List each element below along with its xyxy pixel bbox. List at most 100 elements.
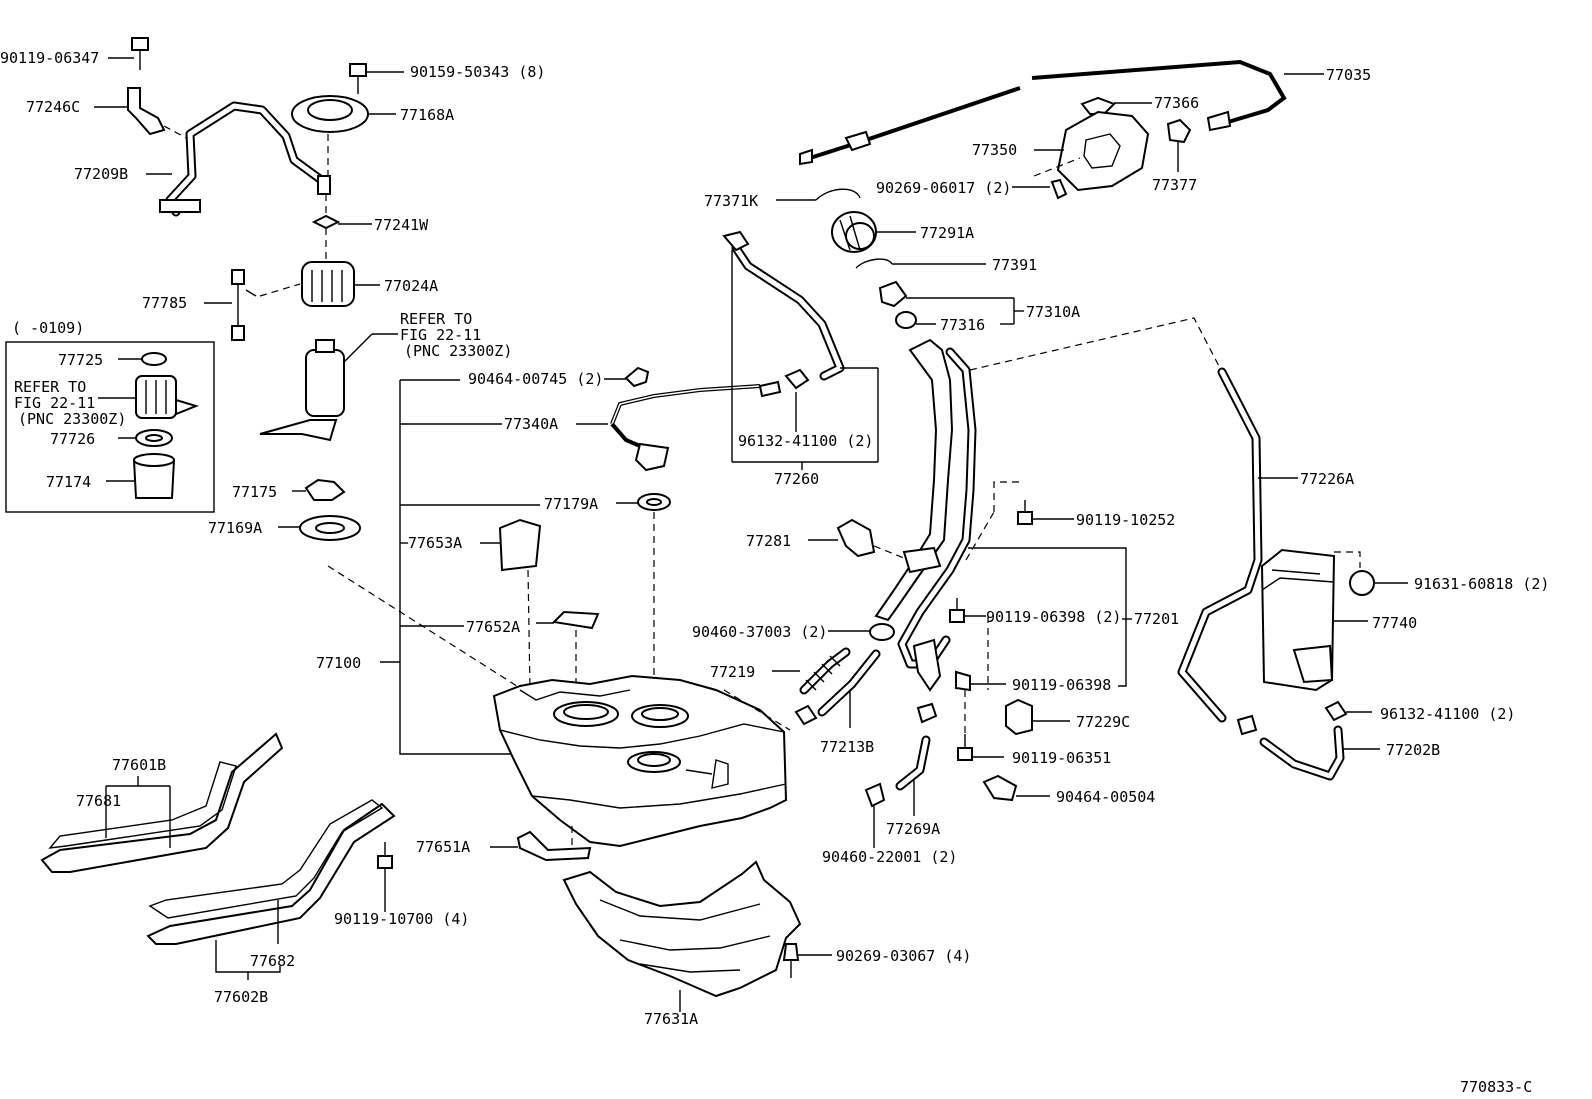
inset-box-early-model: ( -0109) 77725 REFER TO FIG 22-11 (PNC 2… [5, 319, 215, 513]
diagram-id: 770833-C [1460, 1078, 1532, 1096]
bracket-77651A-drawing [516, 830, 592, 862]
wire-77785-drawing [231, 269, 301, 341]
label-77391: 77391 [992, 256, 1037, 274]
label-77202B: 77202B [1386, 741, 1440, 759]
ring-77391-drawing [855, 258, 893, 269]
retainer-77175-drawing [304, 478, 346, 501]
filler-neck-77201-drawing [874, 338, 977, 692]
label-77316: 77316 [940, 316, 985, 334]
label-77269A: 77269A [886, 820, 940, 838]
bracket-77229C-drawing [1005, 698, 1033, 736]
hose-77219-drawing [799, 647, 851, 695]
label-90119-10252: 90119-10252 [1076, 511, 1175, 529]
label-77740: 77740 [1372, 614, 1417, 632]
label-96132-41100-b: 96132-41100 (2) [1380, 705, 1515, 723]
cable-77035-drawing [799, 59, 1287, 166]
label-77366: 77366 [1154, 94, 1199, 112]
fuel-tank-group: 77100 90464-00745 (2) 77340A 77179A 7765… [316, 366, 791, 848]
inset-range-label: ( -0109) [12, 319, 84, 337]
label-77024A: 77024A [384, 277, 438, 295]
gasket-77169A-drawing [299, 515, 361, 541]
label-77291A: 77291A [920, 224, 974, 242]
band-77602B-drawing [146, 799, 396, 945]
label-77681: 77681 [76, 792, 121, 810]
label-77219: 77219 [710, 663, 755, 681]
label-90460-37003: 90460-37003 (2) [692, 623, 827, 641]
screw-90269-06017-drawing [1050, 178, 1068, 200]
bolt-90159-50343-drawing [349, 63, 367, 94]
fuel-tank-77100-drawing [492, 674, 788, 848]
clip-77281-drawing [836, 518, 876, 558]
cap-77291A-drawing [831, 211, 877, 253]
label-77651A: 77651A [416, 838, 470, 856]
label-90119-06398-a: 90119-06398 (2) [986, 608, 1121, 626]
tank-bands-group: 77601B 77681 77682 77602B 90119-10700 (4… [40, 732, 971, 1028]
ring-77726-drawing [135, 429, 173, 447]
callout-circle-B [1349, 570, 1375, 596]
label-90159-50343: 90159-50343 (8) [410, 63, 545, 81]
clamp-90460-37003-drawing [869, 623, 895, 641]
label-77241W: 77241W [374, 216, 429, 234]
label-77653A: 77653A [408, 534, 462, 552]
canister-group: 77226A 91631-60818 (2) 77740 96132-41100… [1177, 367, 1549, 781]
hose-77202B-drawing [1236, 714, 1345, 781]
label-77725: 77725 [58, 351, 103, 369]
label-77340A: 77340A [504, 415, 558, 433]
cup-77174-drawing [132, 453, 176, 499]
label-77169A: 77169A [208, 519, 262, 537]
vent-hose-77260-drawing [722, 230, 845, 398]
label-90119-10700: 90119-10700 (4) [334, 910, 469, 928]
label-77785: 77785 [142, 294, 187, 312]
label-91631-60818: 91631-60818 (2) [1414, 575, 1549, 593]
clip-77241W-drawing [311, 214, 341, 230]
label-77226A: 77226A [1300, 470, 1354, 488]
label-77371K: 77371K [704, 192, 758, 210]
sender-77340A-drawing [610, 384, 761, 472]
label-77175: 77175 [232, 483, 277, 501]
label-77726: 77726 [50, 430, 95, 448]
label-77168A: 77168A [400, 106, 454, 124]
ring-77371K-drawing [815, 188, 861, 201]
hose-77269A-drawing [864, 702, 938, 808]
clip-96132-41100-b-drawing [1324, 700, 1348, 722]
fuel-lid-77350-drawing [1056, 110, 1150, 192]
fuel-pump-group: 90119-06347 90159-50343 (8) 77246C 77209… [0, 37, 545, 689]
bracket-77246C-drawing [127, 87, 191, 141]
bolt-90119-10252-drawing [1017, 500, 1033, 525]
cover-plate-77168A-drawing [291, 95, 369, 133]
clip-77366-drawing [1080, 96, 1116, 115]
clamp-90464-00745-drawing [624, 366, 650, 388]
label-77213B: 77213B [820, 738, 874, 756]
label-77602B: 77602B [214, 988, 268, 1006]
bolt-90119-06347-drawing [131, 37, 149, 70]
label-77631A: 77631A [644, 1010, 698, 1028]
label-77201: 77201 [1134, 610, 1179, 628]
label-96132-41100-a: 96132-41100 (2) [738, 432, 873, 450]
label-77035: 77035 [1326, 66, 1371, 84]
label-90119-06347: 90119-06347 [0, 49, 99, 67]
bolt-90119-06398-a-drawing [949, 598, 965, 623]
canister-77740-drawing [1260, 548, 1336, 692]
bolt-90119-10700-drawing [377, 842, 393, 884]
label-90460-22001: 90460-22001 (2) [822, 848, 957, 866]
refer-note-pump: REFER TO FIG 22-11 (PNC 23300Z) [400, 310, 512, 360]
gauge-pipe-77209B-drawing [159, 101, 331, 217]
label-77260: 77260 [774, 470, 819, 488]
fuel-pump-drawing [259, 339, 345, 442]
label-77100: 77100 [316, 654, 361, 672]
label-90269-03067: 90269-03067 (4) [836, 947, 971, 965]
refer-note-inset: REFER TO FIG 22-11 (PNC 23300Z) [14, 378, 126, 428]
valve-77310A-drawing [878, 280, 917, 329]
label-77179A: 77179A [544, 495, 598, 513]
filter-77024A-drawing [301, 261, 355, 307]
band-77601B-drawing [40, 732, 284, 873]
label-90464-00745: 90464-00745 (2) [468, 370, 603, 388]
clip-77377-drawing [1166, 118, 1192, 144]
label-77350: 77350 [972, 141, 1017, 159]
gasket-77179A-drawing [637, 493, 671, 511]
label-77209B: 77209B [74, 165, 128, 183]
hose-77213B-drawing [794, 649, 881, 726]
label-77682: 77682 [250, 952, 295, 970]
label-90119-06398-b: 90119-06398 [1012, 676, 1111, 694]
